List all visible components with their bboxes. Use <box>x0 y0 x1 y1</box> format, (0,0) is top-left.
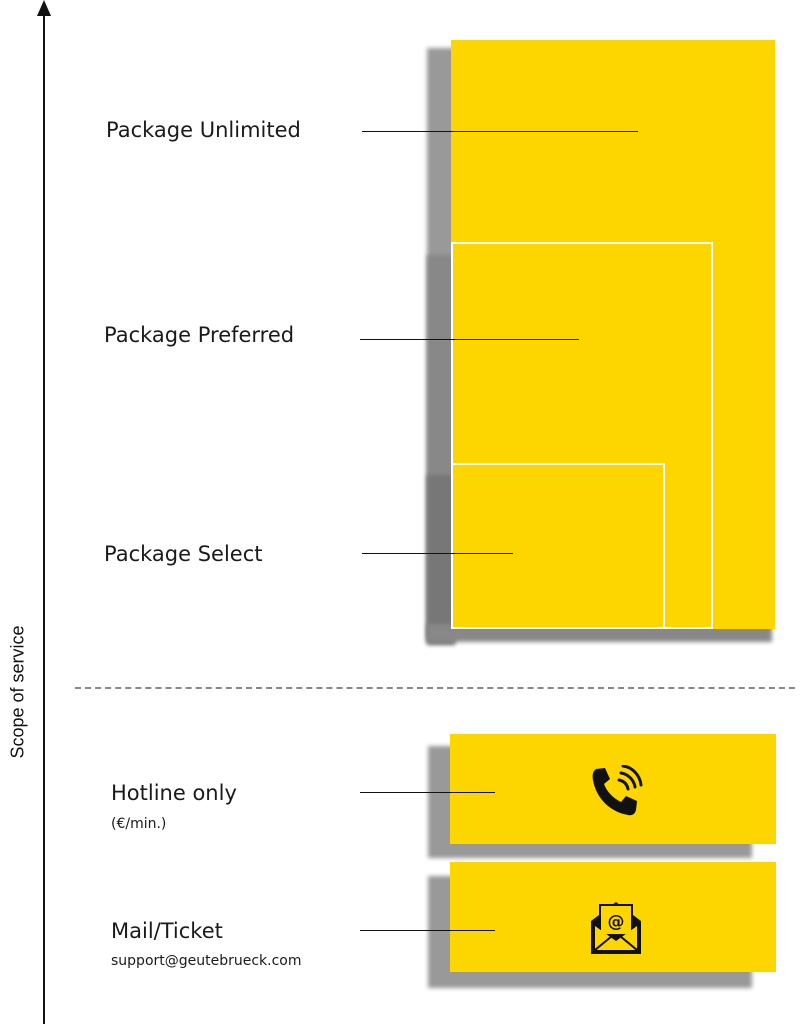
select-shadow <box>427 475 455 643</box>
mail-address: support@geutebrueck.com <box>111 953 302 969</box>
axis-label: Scope of service <box>7 625 28 759</box>
package-select-label: Package Select <box>104 542 263 566</box>
hotline-rate: (€/min.) <box>111 816 167 832</box>
mail-label: Mail/Ticket <box>111 919 223 943</box>
hotline-block <box>450 734 776 844</box>
package-preferred-label: Package Preferred <box>104 323 295 347</box>
package-unlimited-leader <box>362 131 638 132</box>
vertical-axis-line <box>43 10 45 1024</box>
package-unlimited-block <box>451 40 775 629</box>
svg-text:@: @ <box>608 912 625 932</box>
hotline-leader <box>360 792 495 793</box>
package-unlimited-label: Package Unlimited <box>106 118 301 142</box>
phone-icon <box>588 765 644 819</box>
axis-arrow-icon <box>37 0 51 16</box>
package-select-leader <box>362 553 513 554</box>
mail-leader <box>360 930 495 931</box>
hotline-label: Hotline only <box>111 781 237 805</box>
package-preferred-leader <box>360 339 579 340</box>
package-select-block <box>451 463 665 629</box>
mail-icon: @ <box>588 897 644 957</box>
tier-divider <box>75 687 795 689</box>
